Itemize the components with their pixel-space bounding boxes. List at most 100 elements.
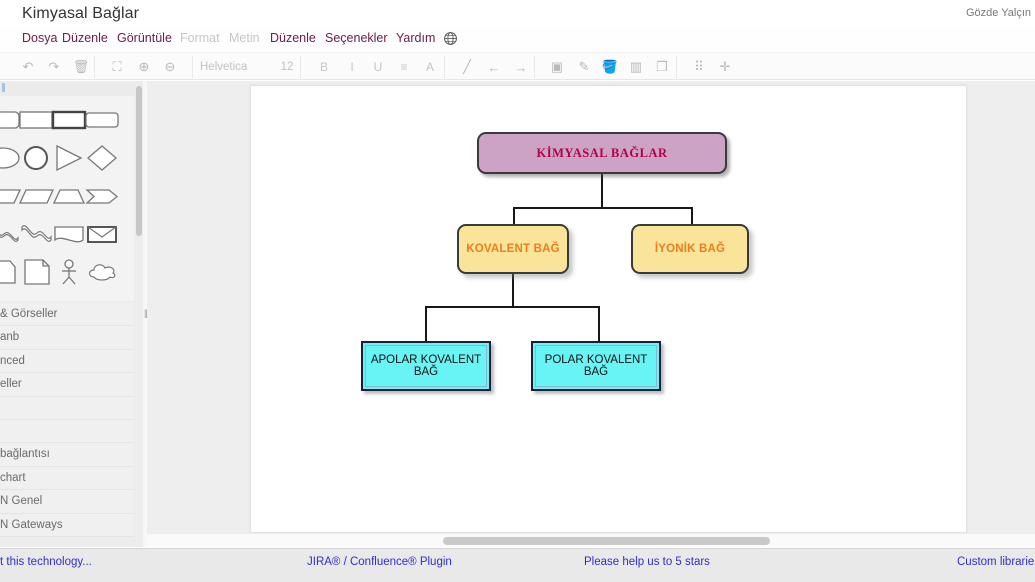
- zoom-out-icon[interactable]: ⊖: [164, 59, 176, 74]
- align-icon[interactable]: ≡: [400, 60, 408, 74]
- toolbar: Helvetica 12 ↶ ↷ 🗑 ⛶ ⊕ ⊖ B I U ≡ A ╱ ← → ▣ ✎ 🪣 ▥ ❐ ⠿ ✛: [0, 52, 1035, 80]
- fit-page-icon[interactable]: ⛶: [112, 59, 122, 74]
- font-family-select[interactable]: Helvetica: [200, 61, 248, 73]
- connector-root-bar[interactable]: [513, 207, 693, 209]
- shape-library-item-9[interactable]: N Gateways: [0, 513, 134, 537]
- grid-icon[interactable]: ⠿: [694, 59, 704, 74]
- menu-item-format-3: Format: [180, 31, 220, 45]
- rectangle-double-shape[interactable]: [47, 101, 91, 139]
- panel-splitter[interactable]: [143, 81, 147, 547]
- image-icon[interactable]: ▣: [550, 59, 564, 74]
- waypoints-icon[interactable]: ✛: [719, 59, 731, 74]
- node-apolar-kovalent-bag[interactable]: APOLAR KOVALENT BAĞ: [361, 341, 491, 391]
- shape-library-item-7[interactable]: chart: [0, 466, 134, 491]
- menu-item-seenekler-6[interactable]: Seçenekler: [325, 31, 388, 45]
- shape-library-item-1[interactable]: anb: [0, 326, 134, 350]
- footer-link-0[interactable]: t this technology...: [0, 556, 92, 568]
- footer-link-3[interactable]: Custom libraries: [957, 556, 1035, 568]
- panel-scroll-thumb[interactable]: [136, 86, 142, 236]
- shape-library-item-5[interactable]: [0, 419, 134, 444]
- undo-icon[interactable]: ↶: [22, 59, 34, 74]
- ellipse-shape[interactable]: [0, 139, 25, 177]
- toolbar-separator-5: [676, 56, 677, 78]
- node-iyonik-bag-label: İYONİK BAĞ: [654, 243, 726, 255]
- line-color-icon[interactable]: ✎: [578, 59, 590, 74]
- footer-link-2[interactable]: Please help us to 5 stars: [584, 556, 710, 568]
- wave-left-shape[interactable]: [0, 215, 25, 253]
- horizontal-scroll-thumb[interactable]: [443, 537, 770, 545]
- splitter-grip-icon[interactable]: ||: [144, 308, 148, 318]
- arrow-pentagon-shape[interactable]: [80, 177, 124, 215]
- connector-to-iyonik[interactable]: [691, 207, 693, 225]
- canvas-area[interactable]: KİMYASAL BAĞLAR KOVALENT BAĞ İYONİK BAĞ APO…: [147, 81, 1035, 533]
- font-color-icon[interactable]: A: [425, 60, 434, 74]
- menu-item-grntle-2[interactable]: Görüntüle: [117, 31, 172, 45]
- fill-color-icon[interactable]: 🪣: [601, 59, 619, 74]
- globe-icon[interactable]: [443, 31, 458, 46]
- shape-library-item-4[interactable]: [0, 396, 134, 420]
- user-name-label: Gözde Yalçın: [965, 7, 1031, 19]
- shape-grid: [0, 96, 134, 301]
- envelope-shape[interactable]: [80, 215, 124, 253]
- node-polar-kovalent-bag[interactable]: POLAR KOVALENT BAĞ: [531, 341, 661, 391]
- triangle-shape[interactable]: [47, 139, 91, 177]
- node-iyonik-bag[interactable]: İYONİK BAĞ: [631, 224, 749, 274]
- bold-icon[interactable]: B: [319, 60, 328, 74]
- diamond-shape[interactable]: [80, 139, 124, 177]
- panel-header-strip: [0, 81, 145, 95]
- trapezoid-shape[interactable]: [47, 177, 91, 215]
- menu-item-yardm-7[interactable]: Yardım: [396, 31, 436, 45]
- arrow-right-icon[interactable]: →: [514, 59, 528, 75]
- actor-shape[interactable]: [47, 253, 91, 291]
- connector-to-polar[interactable]: [598, 306, 600, 342]
- connector-root-down[interactable]: [601, 174, 603, 209]
- font-size-select[interactable]: 12: [280, 61, 294, 73]
- panel-marker-icon: [2, 83, 5, 92]
- node-kimyasal-baglar-label: KİMYASAL BAĞLAR: [536, 145, 668, 160]
- delete-icon[interactable]: 🗑: [72, 59, 90, 74]
- rounded-rect-alt-shape[interactable]: [80, 101, 124, 139]
- footer-link-1[interactable]: JIRA® / Confluence® Plugin: [307, 556, 452, 568]
- rounded-rectangle-shape[interactable]: [0, 101, 25, 139]
- circle-shape[interactable]: [14, 139, 58, 177]
- arrow-left-icon[interactable]: ←: [487, 59, 501, 75]
- cloud-shape[interactable]: [80, 253, 124, 291]
- parallelogram-alt-shape[interactable]: [0, 177, 25, 215]
- parallelogram-shape[interactable]: [14, 177, 58, 215]
- menu-item-dosya-0[interactable]: Dosya: [22, 31, 58, 45]
- document-wave-shape[interactable]: [47, 215, 91, 253]
- toolbar-separator-2: [300, 56, 301, 78]
- node-kovalent-bag-label: KOVALENT BAĞ: [466, 243, 560, 255]
- node-apolar-kovalent-bag-label: APOLAR KOVALENT BAĞ: [365, 345, 487, 387]
- shadow-icon[interactable]: ❐: [656, 59, 668, 74]
- canvas-hscroll-track[interactable]: [147, 533, 1035, 547]
- italic-icon[interactable]: I: [350, 60, 354, 74]
- connector-to-kovalent[interactable]: [513, 207, 515, 225]
- panel-scroll-track[interactable]: [136, 85, 142, 540]
- node-kovalent-bag[interactable]: KOVALENT BAĞ: [457, 224, 569, 274]
- zoom-in-icon[interactable]: ⊕: [138, 59, 150, 74]
- node-kimyasal-baglar[interactable]: KİMYASAL BAĞLAR: [477, 132, 727, 174]
- shape-library-item-2[interactable]: nced: [0, 349, 134, 374]
- menu-item-dzenle-1[interactable]: Düzenle: [62, 31, 108, 45]
- shape-library-item-6[interactable]: bağlantısı: [0, 443, 134, 467]
- wave-shape[interactable]: [14, 215, 58, 253]
- connector-leaf-bar[interactable]: [425, 306, 600, 308]
- shape-library-item-8[interactable]: N Genel: [0, 490, 134, 514]
- menu-item-dzenle-5[interactable]: Düzenle: [270, 31, 316, 45]
- page-shape[interactable]: [14, 253, 58, 291]
- note-shape[interactable]: [0, 253, 25, 291]
- underline-icon[interactable]: U: [373, 60, 383, 74]
- shape-library-item-0[interactable]: & Görseller: [0, 303, 134, 327]
- connector-to-apolar[interactable]: [425, 306, 427, 342]
- gradient-icon[interactable]: ▥: [629, 59, 643, 74]
- connector-kovalent-down[interactable]: [512, 274, 514, 307]
- diagram-page[interactable]: KİMYASAL BAĞLAR KOVALENT BAĞ İYONİK BAĞ APO…: [250, 85, 967, 533]
- shape-library-item-3[interactable]: eller: [0, 373, 134, 397]
- redo-icon[interactable]: ↷: [48, 59, 60, 74]
- line-icon[interactable]: ╱: [463, 59, 471, 74]
